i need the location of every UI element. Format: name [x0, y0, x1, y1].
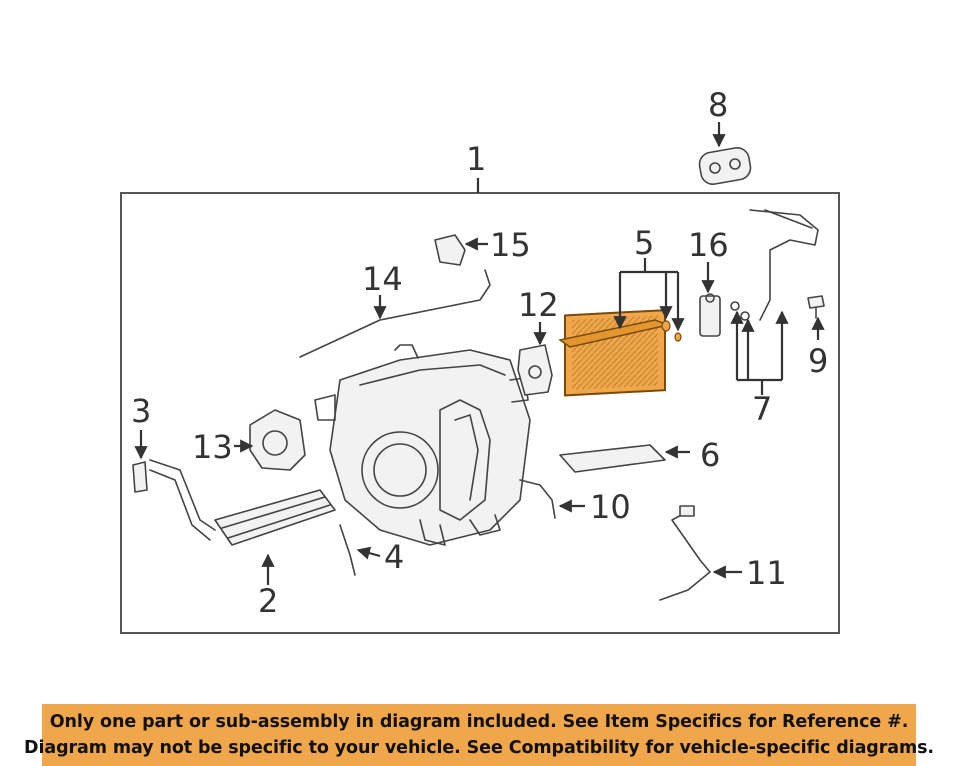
disclaimer-line-2: Diagram may not be specific to your vehi…	[24, 738, 934, 758]
sensor-part-10	[519, 479, 556, 519]
harness-part-11	[659, 505, 711, 601]
callout-7: 7	[752, 390, 772, 428]
callout-10: 10	[590, 488, 631, 526]
hvac-housing	[314, 344, 531, 546]
callout-5-leader	[613, 258, 685, 332]
callout-12: 12	[518, 286, 559, 324]
heater-core-part-2	[149, 459, 336, 546]
callout-1: 1	[466, 140, 486, 178]
callout-16: 16	[688, 226, 729, 264]
actuator-part-12	[517, 344, 553, 396]
callout-3: 3	[131, 392, 151, 430]
callout-4: 4	[384, 538, 404, 576]
assembly-frame	[120, 192, 840, 634]
evaporator-core-part-5	[558, 309, 682, 397]
callout-11: 11	[746, 554, 787, 592]
connector-part-15	[434, 234, 466, 266]
callout-2: 2	[258, 582, 278, 620]
callout-8: 8	[708, 86, 728, 124]
expansion-valve-part-16	[699, 293, 721, 337]
bolt-part-9	[807, 295, 825, 319]
callout-14: 14	[362, 260, 403, 298]
callout-15: 15	[490, 226, 531, 264]
tube-part-14	[299, 269, 491, 358]
callout-5: 5	[634, 224, 654, 262]
disclaimer-line-1: Only one part or sub-assembly in diagram…	[49, 712, 909, 732]
blower-motor-part-13	[249, 409, 306, 471]
disclaimer-banner: Only one part or sub-assembly in diagram…	[24, 704, 934, 766]
drain-hose-part-4	[339, 524, 356, 576]
grommet-part-8	[698, 147, 752, 185]
tray-part-6	[559, 444, 666, 473]
ac-lines-part-7	[730, 209, 819, 321]
callout-13: 13	[192, 428, 233, 466]
clip-part-3	[132, 461, 148, 493]
callout-6: 6	[700, 436, 720, 474]
callout-9: 9	[808, 342, 828, 380]
callout-7-leader	[730, 310, 789, 395]
